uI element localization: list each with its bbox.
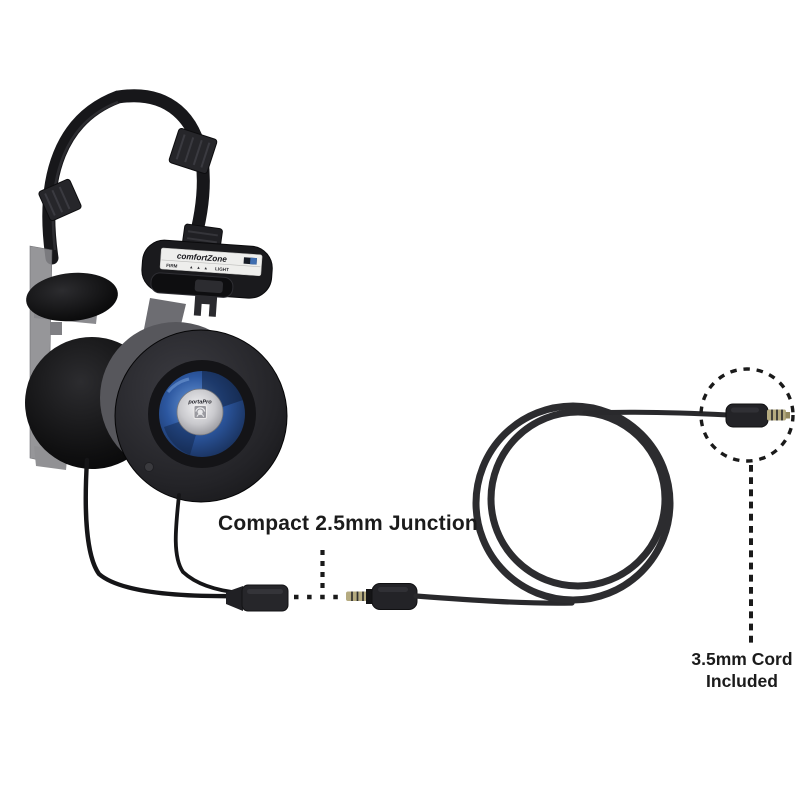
comfortzone-badge-blue [250,257,257,265]
cable-35mm-plug [725,403,790,428]
comfortzone-brand-text: comfortZone [177,252,228,264]
right-earcup-cord [173,493,243,595]
cord-callout-line1: 3.5mm Cord [691,649,793,669]
headphones: comfortZone FIRM ▲ ▲ ▲ LIGHT [25,89,288,503]
cord-cable-entry [413,593,575,606]
cord-cable-exit [582,409,731,418]
left-earcup-cord [83,457,243,599]
earcup-screw [144,462,154,472]
headband [42,89,210,265]
right-ear-cup: portaPro [100,322,288,503]
scale-arrows-icon: ▲ ▲ ▲ [189,264,209,270]
scale-firm-text: FIRM [166,263,178,269]
coiled-cable [472,402,674,604]
cord-male-plug [346,583,418,610]
portapro-brand-text: portaPro [187,400,212,406]
scale-light-text: LIGHT [215,266,229,272]
cord-clip-hook [193,295,218,317]
headband-slider-left [38,178,82,222]
left-temple-pad [26,272,118,322]
headband-slider-right [168,127,218,175]
koss-logo-icon [193,405,207,419]
slider-grip [194,279,224,294]
comfortzone-label-strip [159,247,263,277]
cord-callout-label: 3.5mm Cord Included [683,648,800,692]
comfortzone-module: comfortZone FIRM ▲ ▲ ▲ LIGHT [141,239,273,317]
headband-highlight [51,100,119,251]
junction-female-connector [226,584,289,612]
cord-callout-line2: Included [706,671,778,691]
driver-highlight [166,377,190,394]
plug-dashed-circle [699,367,795,463]
junction-callout-label: Compact 2.5mm Junction [218,512,478,535]
